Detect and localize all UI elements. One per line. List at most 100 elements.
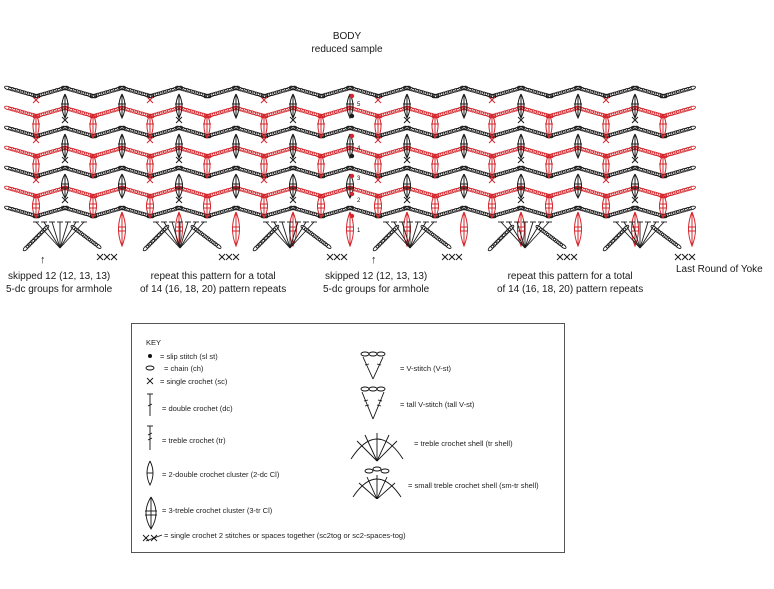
chain-stitch xyxy=(195,91,204,96)
chain-stitch xyxy=(22,244,30,252)
chain-stitch xyxy=(48,149,57,154)
chain-stitch xyxy=(56,86,65,92)
chain-stitch xyxy=(77,150,86,155)
chain-stitch xyxy=(81,151,90,156)
chain-stitch xyxy=(56,146,65,152)
key-label-v-stitch: = V-stitch (V-st) xyxy=(400,364,452,373)
chain-stitch xyxy=(372,244,380,252)
chain-stitch xyxy=(614,210,623,215)
chain-stitch xyxy=(227,166,236,172)
chain-stitch xyxy=(73,209,82,214)
chain-stitch xyxy=(4,105,12,111)
chain-stitch xyxy=(674,243,682,249)
two-dc-cluster xyxy=(317,113,325,140)
two-dc-cluster xyxy=(631,93,639,120)
chain-arc xyxy=(602,185,639,199)
single-crochet xyxy=(556,253,564,261)
chain-stitch xyxy=(671,150,680,155)
tr-shell-icon xyxy=(350,433,404,462)
chain-stitch xyxy=(305,150,314,155)
chain-stitch xyxy=(118,205,126,211)
chain-stitch xyxy=(34,233,41,240)
chain-stitch xyxy=(622,224,630,232)
chain-stitch xyxy=(20,90,29,95)
chain-stitch xyxy=(81,171,90,176)
chain-stitch xyxy=(671,110,680,115)
chain-stitch xyxy=(12,208,21,213)
chain-stitch xyxy=(561,149,570,154)
chain-arc xyxy=(650,225,682,249)
chain-stitch xyxy=(301,209,310,214)
chain-arc xyxy=(146,145,183,159)
chain-stitch xyxy=(276,169,285,174)
chain-stitch xyxy=(688,185,696,191)
chain-stitch xyxy=(460,125,468,131)
chain-stitch xyxy=(187,189,196,194)
chain-stitch xyxy=(109,128,118,133)
chain-stitch xyxy=(541,92,550,98)
chain-stitch xyxy=(675,149,684,154)
chain-stitch xyxy=(244,169,253,174)
chain-stitch xyxy=(423,211,432,216)
chain-stitch xyxy=(215,210,224,215)
chain-stitch xyxy=(280,128,289,133)
chain-stitch xyxy=(517,125,525,131)
chain-stitch xyxy=(20,170,29,175)
chain-stitch xyxy=(350,86,359,92)
chain-stitch xyxy=(651,211,660,216)
chain-stitch xyxy=(154,211,163,216)
chain-stitch xyxy=(73,149,82,154)
chain-stitch xyxy=(162,169,171,174)
single-crochet xyxy=(602,176,610,184)
chain-stitch xyxy=(179,86,188,92)
chain-stitch xyxy=(134,90,143,95)
chain-arc xyxy=(372,224,400,252)
chain-arc xyxy=(535,225,567,249)
chain-stitch xyxy=(476,130,485,135)
chain-stitch xyxy=(276,89,285,94)
single-crochet xyxy=(326,253,334,261)
chain-stitch xyxy=(561,189,570,194)
chain-stitch xyxy=(464,86,473,92)
single-crochet xyxy=(333,253,341,261)
chain-stitch xyxy=(378,92,387,98)
diagram-title: BODY xyxy=(332,31,362,42)
key-label-sc2tog: = single crochet 2 stitches or spaces to… xyxy=(164,531,406,540)
chain-stitch xyxy=(415,89,424,94)
chain-stitch xyxy=(289,85,297,91)
chain-stitch xyxy=(341,206,350,212)
chain-arc xyxy=(260,145,297,159)
chain-stitch xyxy=(366,211,375,216)
three-tr-cluster xyxy=(118,211,126,248)
chain-stitch xyxy=(154,171,163,176)
chain-stitch xyxy=(394,88,403,93)
chain-stitch xyxy=(191,130,200,135)
single-crochet xyxy=(688,253,696,261)
chain-stitch xyxy=(419,130,428,135)
chain-stitch xyxy=(300,225,308,231)
chain-stitch xyxy=(358,149,367,154)
chain-arc xyxy=(374,145,411,159)
chain-stitch xyxy=(643,169,652,174)
key-label-treble-crochet: = treble crochet (tr) xyxy=(162,436,226,445)
chain-stitch xyxy=(309,191,318,196)
chain-stitch xyxy=(175,205,183,211)
chain-stitch xyxy=(496,236,503,243)
chain-stitch xyxy=(187,129,196,134)
chain-stitch xyxy=(341,106,350,112)
three-tr-cluster xyxy=(175,173,183,199)
chain-stitch xyxy=(464,106,473,112)
chain-stitch xyxy=(626,106,635,112)
chain-stitch xyxy=(130,189,139,194)
chain-arc xyxy=(260,105,297,119)
key-label-2dc-cluster: = 2-double crochet cluster (2-dc Cl) xyxy=(162,470,280,479)
chain-stitch xyxy=(154,233,161,240)
chain-stitch xyxy=(166,128,175,133)
chain-stitch xyxy=(4,165,12,171)
chain-stitch xyxy=(370,92,379,98)
chain-arc xyxy=(61,145,98,159)
chain-stitch xyxy=(40,91,49,96)
two-dc-cluster xyxy=(517,133,525,160)
chain-stitch xyxy=(578,166,587,172)
chain-stitch xyxy=(134,210,143,215)
